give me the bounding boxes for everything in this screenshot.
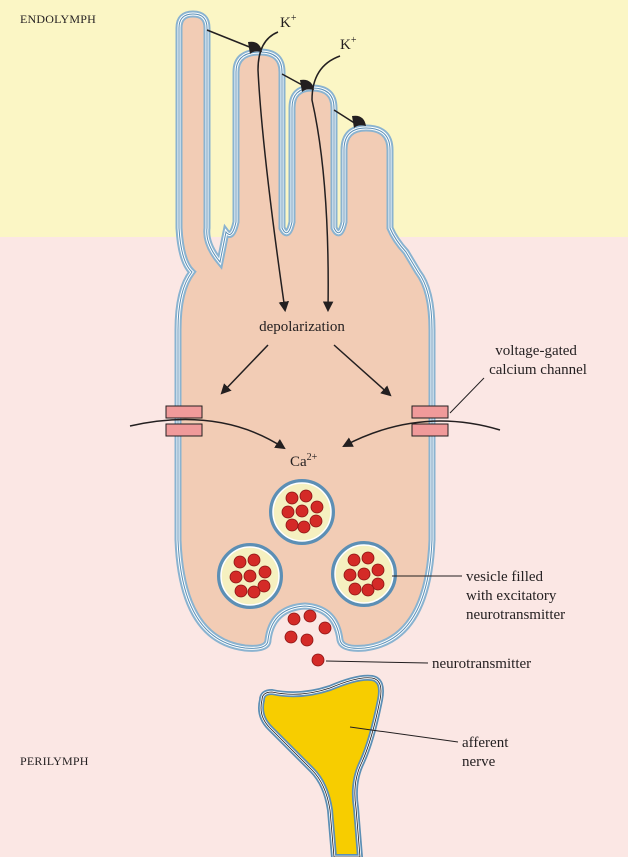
perilymph-label: PERILYMPH [20, 754, 89, 768]
channel-label: voltage-gated calcium channel [489, 343, 587, 378]
nerve-label: afferent nerve [462, 735, 512, 770]
transduction-channels [248, 41, 366, 128]
calcium-arrow-left [129, 418, 286, 450]
endolymph-label: ENDOLYMPH [20, 12, 96, 26]
vesicle-label: vesicle filled with excitatory neurotran… [466, 569, 565, 623]
depolarization-arrows [220, 344, 392, 397]
potassium-arrows [257, 31, 341, 313]
potassium-label-right: K+ [340, 35, 357, 53]
depolarization-arrow-right [333, 344, 392, 397]
depolarization-label: depolarization [259, 319, 345, 335]
neurotransmitter-leader [325, 660, 429, 664]
neurotransmitter-label: neurotransmitter [432, 656, 531, 672]
released-molecules [284, 609, 332, 667]
tip-links [206, 29, 357, 125]
depolarization-arrow-left [220, 344, 269, 395]
calcium-arrow-right [342, 420, 501, 447]
potassium-label-left: K+ [280, 13, 297, 31]
calcium-arrows [129, 418, 501, 450]
channel-leader [449, 377, 485, 414]
vesicle-molecules [229, 489, 385, 599]
nerve-leader [349, 726, 459, 743]
calcium-channel-left [165, 405, 203, 437]
calcium-label: Ca2+ [290, 452, 318, 470]
potassium-arrow-right [311, 55, 341, 313]
afferent-nerve [258, 674, 384, 857]
potassium-arrow-left [257, 31, 290, 313]
hair-cell [174, 10, 436, 652]
calcium-channel-right [411, 405, 449, 437]
